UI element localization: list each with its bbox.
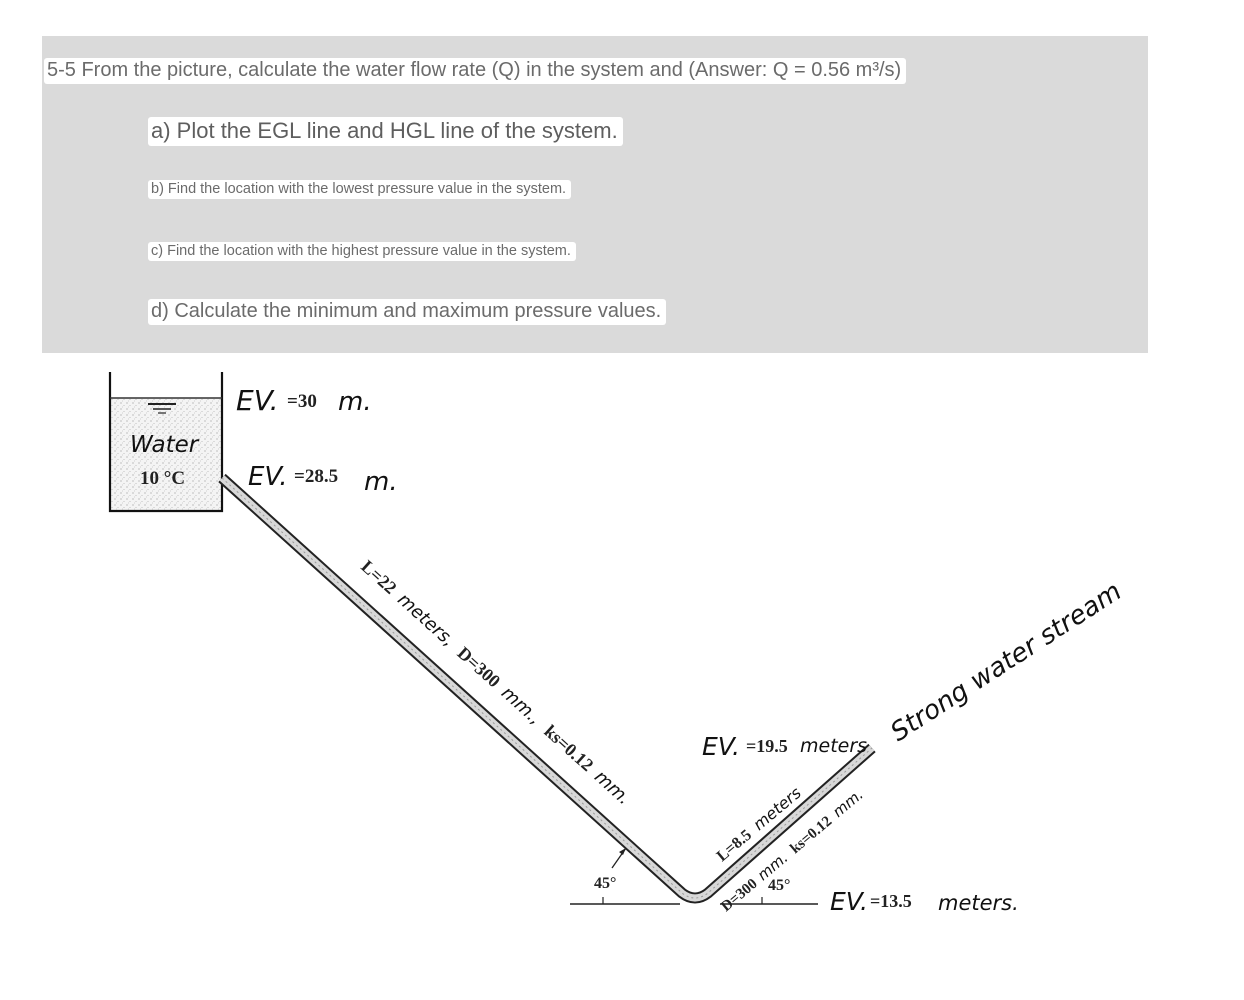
left-angle-label: 45°: [594, 875, 616, 892]
part-c: c) Find the location with the highest pr…: [148, 242, 576, 261]
tank-fluid-label: Water: [130, 432, 200, 458]
problem-panel: 5-5 From the picture, calculate the wate…: [42, 36, 1148, 353]
svg-text:EV.: EV.: [830, 887, 868, 916]
outlet-elevation: EV. =19.5 meters: [702, 732, 867, 761]
problem-intro: 5-5 From the picture, calculate the wate…: [44, 58, 907, 84]
free-surface-symbol: [148, 403, 176, 414]
svg-text:=13.5: =13.5: [870, 891, 912, 911]
tank-temperature-label: 10 °C: [140, 468, 185, 489]
svg-text:EV.: EV.: [248, 462, 288, 492]
part-a: a) Plot the EGL line and HGL line of the…: [148, 117, 623, 146]
svg-text:=28.5: =28.5: [294, 466, 338, 487]
svg-text:meters.: meters.: [938, 891, 1019, 915]
pipe1-specification: L=22 meters, D=300 mm., ks=0.12 mm.: [357, 556, 635, 809]
svg-text:=19.5: =19.5: [746, 736, 788, 756]
pipe-inlet-elevation: EV. =28.5 m.: [248, 462, 398, 497]
part-d: d) Calculate the minimum and maximum pre…: [148, 299, 667, 325]
water-body: [110, 398, 222, 510]
tank-walls: [108, 372, 224, 513]
svg-text:EV.: EV.: [702, 732, 740, 761]
svg-text:EV.: EV.: [236, 384, 279, 417]
reservoir-tank: Water 10 °C: [108, 372, 224, 513]
svg-text:m.: m.: [338, 387, 372, 417]
svg-text:meters: meters: [800, 735, 867, 757]
part-b: b) Find the location with the lowest pre…: [148, 180, 572, 199]
svg-text:=30: =30: [287, 391, 317, 412]
water-surface-elevation: EV. =30 m.: [236, 384, 372, 417]
svg-text:L=22 meters, D=300: L=22 meters, D=300 mm., ks=0.12 mm.: [357, 556, 635, 809]
right-angle-label: 45°: [768, 877, 790, 894]
pipe: [218, 473, 876, 904]
svg-text:m.: m.: [364, 467, 398, 497]
jet-note: Strong water stream: [885, 576, 1127, 747]
bottom-elevation: EV. =13.5 meters.: [830, 887, 1019, 916]
